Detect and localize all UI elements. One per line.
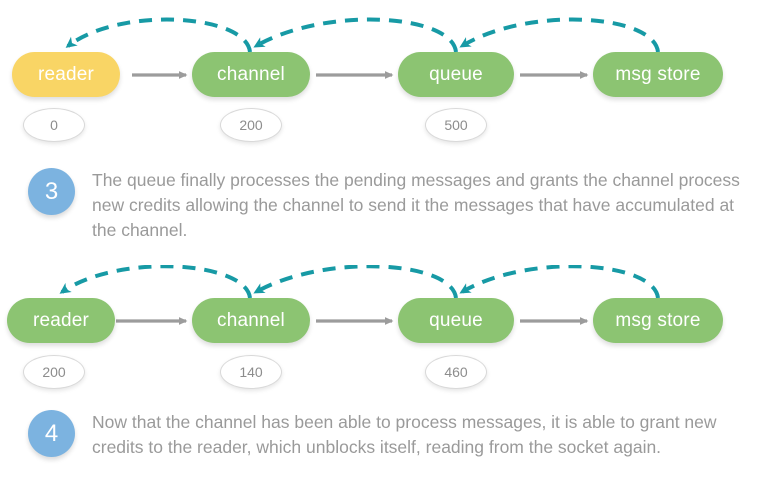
step-block-4: 4 Now that the channel has been able to … <box>0 410 769 460</box>
credit-arc-msgstore-to-queue <box>459 17 660 53</box>
step-number-badge-4: 4 <box>28 410 75 457</box>
node-label: reader <box>37 63 95 85</box>
credit-arc-msgstore-to-queue <box>459 265 660 299</box>
credit-arc-channel-to-reader <box>65 17 252 53</box>
credit-arc-channel-to-reader <box>59 265 252 299</box>
credit-badge-channel: 200 <box>220 108 282 142</box>
node-channel[interactable]: channel <box>192 52 310 97</box>
credit-badge-value: 200 <box>239 117 263 133</box>
credit-badge-value: 200 <box>42 364 66 380</box>
node-label: channel <box>217 63 285 85</box>
node-label: reader <box>32 309 90 331</box>
node-channel[interactable]: channel <box>192 298 310 343</box>
node-msg-store[interactable]: msg store <box>593 298 723 343</box>
step-description-4: Now that the channel has been able to pr… <box>92 412 717 457</box>
credit-badge-queue: 460 <box>425 355 487 389</box>
node-label: msg store <box>615 309 701 331</box>
diagram-row-1: reader channel queue msg store 0 200 500 <box>0 0 769 150</box>
credit-badge-reader: 200 <box>23 355 85 389</box>
step-description-3: The queue finally processes the pending … <box>92 170 740 240</box>
credit-badge-reader: 0 <box>23 108 85 142</box>
node-label: channel <box>217 309 285 331</box>
step-number: 4 <box>44 419 59 447</box>
node-reader[interactable]: reader <box>7 298 115 343</box>
node-label: queue <box>429 63 483 85</box>
diagram-row-2: reader channel queue msg store 200 140 4… <box>0 265 769 415</box>
node-label: msg store <box>615 63 701 85</box>
credit-arc-queue-to-channel <box>253 265 458 299</box>
credit-badge-value: 500 <box>444 117 468 133</box>
row-1-credit-arcs <box>65 17 660 53</box>
node-queue[interactable]: queue <box>398 52 514 97</box>
credit-badge-value: 460 <box>444 364 468 380</box>
row-2-credit-arcs <box>59 265 660 299</box>
step-block-3: 3 The queue finally processes the pendin… <box>0 168 769 243</box>
node-label: queue <box>429 309 483 331</box>
step-number: 3 <box>44 177 59 205</box>
step-number-badge-3: 3 <box>28 168 75 215</box>
node-queue[interactable]: queue <box>398 298 514 343</box>
credit-badge-queue: 500 <box>425 108 487 142</box>
credit-arc-queue-to-channel <box>253 17 458 53</box>
node-msg-store[interactable]: msg store <box>593 52 723 97</box>
node-reader[interactable]: reader <box>12 52 120 97</box>
credit-badge-value: 140 <box>239 364 263 380</box>
credit-badge-value: 0 <box>50 117 58 133</box>
credit-badge-channel: 140 <box>220 355 282 389</box>
